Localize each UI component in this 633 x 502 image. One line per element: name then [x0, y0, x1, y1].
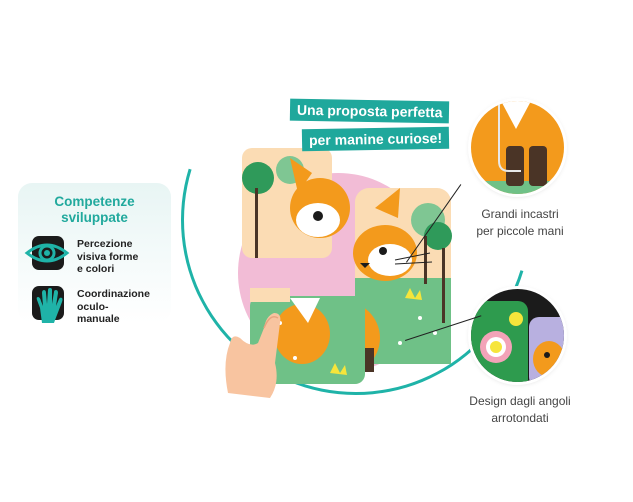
fox-puzzle-illustration: [220, 148, 452, 398]
skill-visual-perception: Percezione visiva forme e colori: [24, 236, 162, 276]
detail-circle-interlocks: [471, 101, 564, 194]
callout-text-interlocks: Grandi incastri per piccole mani: [465, 206, 575, 240]
skill-label-line: visiva forme: [77, 250, 139, 263]
callout-text-rounded-corners: Design dagli angoli arrotondati: [455, 393, 585, 427]
skill-label: Coordinazione oculo- manuale: [77, 288, 162, 326]
callout-line: Grandi incastri: [481, 207, 559, 221]
detail-circle-rounded-corners: [471, 289, 564, 382]
skill-label-line: Percezione: [77, 238, 133, 250]
skills-title: Competenze sviluppate: [18, 194, 171, 226]
headline-banner-line2: per manine curiose!: [301, 126, 450, 152]
callout-line: arrotondati: [491, 411, 549, 425]
eye-icon: [24, 236, 70, 270]
callout-line: per piccole mani: [476, 224, 564, 238]
headline-banner-line1: Una proposta perfetta: [289, 98, 450, 124]
skill-hand-eye-coordination: Coordinazione oculo- manuale: [32, 286, 162, 326]
skill-label-line: manuale: [77, 313, 120, 325]
skills-title-line1: Competenze: [54, 194, 135, 209]
callout-line: Design dagli angoli: [469, 394, 571, 408]
skill-label-line: oculo-: [77, 300, 109, 313]
hand-icon: [32, 286, 64, 323]
skills-title-line2: sviluppate: [61, 210, 128, 225]
skill-label-line: Coordinazione: [77, 288, 150, 300]
skill-label-line: e colori: [77, 263, 115, 275]
skill-label: Percezione visiva forme e colori: [77, 238, 162, 276]
